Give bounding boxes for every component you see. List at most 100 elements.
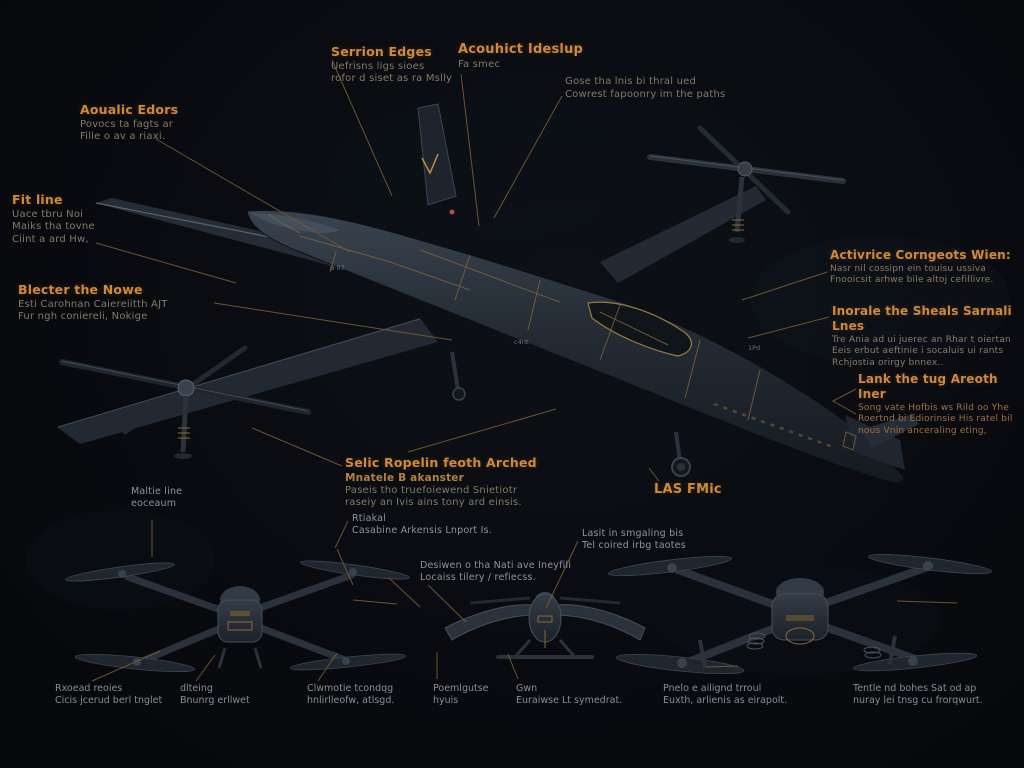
- callout-line: Fur ngh coniereli, Nokige: [18, 311, 148, 323]
- callout-line: Maiks tha tovne: [12, 221, 95, 233]
- footer-line: hyuis: [433, 695, 459, 707]
- fin-v-emblem: [421, 153, 439, 175]
- footer-line: Gwn: [516, 683, 538, 694]
- callout-line: Cowrest fapoonry im the paths: [565, 88, 726, 100]
- main-aircraft: B·07 c4nt 1Pd: [57, 103, 919, 484]
- callout-line: nous Vnin anceraling eting,: [858, 425, 987, 436]
- footer-line: nuray lei tnsg cu frorqwurt.: [853, 695, 983, 707]
- footer-line: Tentle nd bohes Sat od ap: [853, 683, 977, 694]
- callout-selic: Selic Ropelin feoth Arched Mnatele B aka…: [345, 455, 585, 510]
- callout-line: Povocs ta fagts ar: [80, 118, 174, 130]
- gold-band: [537, 615, 553, 623]
- note-line: Maltie line: [131, 486, 183, 497]
- note-lasit: Lasit in smgaling bis Tel coired irbg ta…: [582, 528, 686, 552]
- footer-pnelo: Pnelo e ailignd trroul Euxth, arlienis a…: [663, 683, 787, 708]
- left-lower-wing: [57, 318, 438, 444]
- callout-line: Roertnd bi Ediorinsie His ratel bil: [858, 414, 1013, 425]
- footer-poemlgutse: Poemlgutse hyuis: [433, 683, 489, 708]
- footer-line: Bnunrg erllwet: [180, 695, 250, 707]
- shock-coil: [178, 427, 190, 439]
- callout-blecter-the-nowe: Blecter the Nowe Esti Carohnan Caiereiit…: [18, 282, 168, 324]
- left-rotor: [59, 345, 311, 459]
- note-line: eoceaum: [131, 497, 177, 509]
- footer-line: dlteing: [180, 683, 213, 694]
- callout-line: Tre Ania ad ui juerec an Rhar t oiertan: [832, 335, 1011, 345]
- callout-line: Song vate Hofbis ws Rild oo Yhe: [858, 403, 1010, 413]
- footer-line: Cicis jcerud berl tnglet: [55, 695, 163, 707]
- callout-title: Activrice Corngeots Wien:: [830, 248, 1011, 262]
- callout-line: Fille o av a riaxi.: [80, 131, 166, 143]
- right-rotor-boom: [600, 186, 766, 283]
- callout-bold-line: Mnatele B akanster: [345, 471, 464, 484]
- fuselage: [246, 209, 905, 484]
- callout-line: Uefrisns ligs sioes: [331, 60, 425, 72]
- leader-lines: [91, 59, 958, 682]
- note-desiwen: Desiwen o tha Nati ave Ineyfili Locaiss …: [420, 560, 571, 584]
- tail-surfaces: [845, 414, 919, 470]
- callout-line: Paseis tho truefoiewend Snietiotr: [345, 484, 518, 496]
- callout-line: raseiy an Ivis ains tony ard einsis.: [345, 497, 522, 509]
- footer-line: Euraiwse Lt symedrat.: [516, 695, 623, 707]
- sensor-band: [786, 615, 814, 621]
- hull-marking: B·07: [330, 264, 345, 272]
- callout-title: Blecter the Nowe: [18, 282, 143, 297]
- note-maltie: Maltie line eoceaum: [131, 486, 182, 510]
- panel-lines: [267, 213, 857, 451]
- callout-line: Ciint a ard Hw,: [12, 233, 89, 245]
- note-line: Desiwen o tha Nati ave Ineyfili: [420, 560, 572, 571]
- callout-line: Nasr nil cossipn ein touisu ussiva: [830, 264, 986, 274]
- callout-title: LAS FMic: [654, 482, 722, 497]
- fuselage-markings: B·07 c4nt 1Pd: [330, 264, 760, 352]
- quadcopter-right: [608, 553, 992, 675]
- callout-title: Selic Ropelin feoth Arched: [345, 455, 537, 470]
- callout-inorale: Inorale the Sheals Sarnali Lnes Tre Ania…: [832, 304, 1022, 369]
- note-line: Lasit in smgaling bis: [582, 528, 684, 539]
- sensor-band: [230, 611, 250, 616]
- footer-line: Rxoead reoies: [55, 683, 123, 694]
- shock-coil: [732, 219, 744, 231]
- arm-coils: [746, 632, 882, 659]
- callout-title: Inorale the Sheals Sarnali Lnes: [832, 304, 1012, 333]
- top-right-rotor: [647, 125, 846, 243]
- note-rtiakal: Rtiakal Casabine Arkensis Lnport Is.: [352, 513, 492, 537]
- callout-fit-line: Fit line Uace tbru Noi Maiks tha tovne C…: [12, 192, 95, 246]
- callout-line: rofor d siset as ra Mslly: [331, 73, 453, 85]
- callout-line: Uace tbru Noi: [12, 208, 84, 220]
- rotor-leg: [734, 176, 745, 233]
- callout-line: Rchjostia orirgy bnnex..: [832, 357, 944, 368]
- note-line: Casabine Arkensis Lnport Is.: [352, 524, 492, 536]
- callout-line: Fnooicsit arhwe bile altoj cefillivre.: [830, 275, 994, 286]
- cockpit-canopy: [587, 301, 692, 357]
- hull-marking: 1Pd: [748, 344, 760, 352]
- footer-tentle: Tentle nd bohes Sat od ap nuray lei tnsg…: [853, 683, 983, 708]
- callout-activrice: Activrice Corngeots Wien: Nasr nil cossi…: [830, 248, 1020, 287]
- note-line: Rtiakal: [352, 513, 386, 524]
- note-line: Tel coired irbg taotes: [582, 539, 686, 551]
- callout-line: Eeis erbut aeftinie i socaluis ui rants: [832, 346, 1004, 357]
- callout-acoustic-idesup: Acouhict Ideslup Fa smec: [458, 42, 583, 72]
- footer-line: Poemlgutse: [433, 683, 489, 694]
- hull-marking: c4nt: [514, 338, 529, 346]
- footer-gwn: Gwn Euraiwse Lt symedrat.: [516, 683, 622, 708]
- callout-aoualic-edors: Aoualic Edors Povocs ta fagts ar Fille o…: [80, 102, 178, 144]
- callout-line: Fa smec: [458, 59, 501, 71]
- rotor-hub: [737, 161, 753, 177]
- footer-line: Clwmotie tcondqg: [307, 683, 394, 694]
- callout-title: Lank the tug Areoth Iner: [858, 372, 998, 401]
- callout-title: Acouhict Ideslup: [458, 42, 584, 57]
- note-line: Locaiss tilery / refiecss.: [420, 571, 536, 583]
- footer-line: Pnelo e ailignd trroul: [663, 683, 762, 694]
- winged-drone-center: [444, 592, 646, 659]
- footer-line: hnlirlleofw, atlsgd.: [307, 695, 395, 707]
- vertical-fin: [417, 103, 457, 206]
- callout-title: Serrion Edges: [331, 44, 432, 59]
- quadcopter-left: [65, 560, 410, 673]
- callout-title: Fit line: [12, 192, 63, 207]
- callout-gose-note: Gose tha lnis bi thral ued Cowrest fapoo…: [565, 76, 725, 101]
- spine-beacon: [449, 209, 455, 215]
- callout-serion-edges: Serrion Edges Uefrisns ligs sioes rofor …: [331, 44, 452, 86]
- callout-line: Gose tha lnis bi thral ued: [565, 76, 697, 87]
- gold-ring: [785, 627, 815, 645]
